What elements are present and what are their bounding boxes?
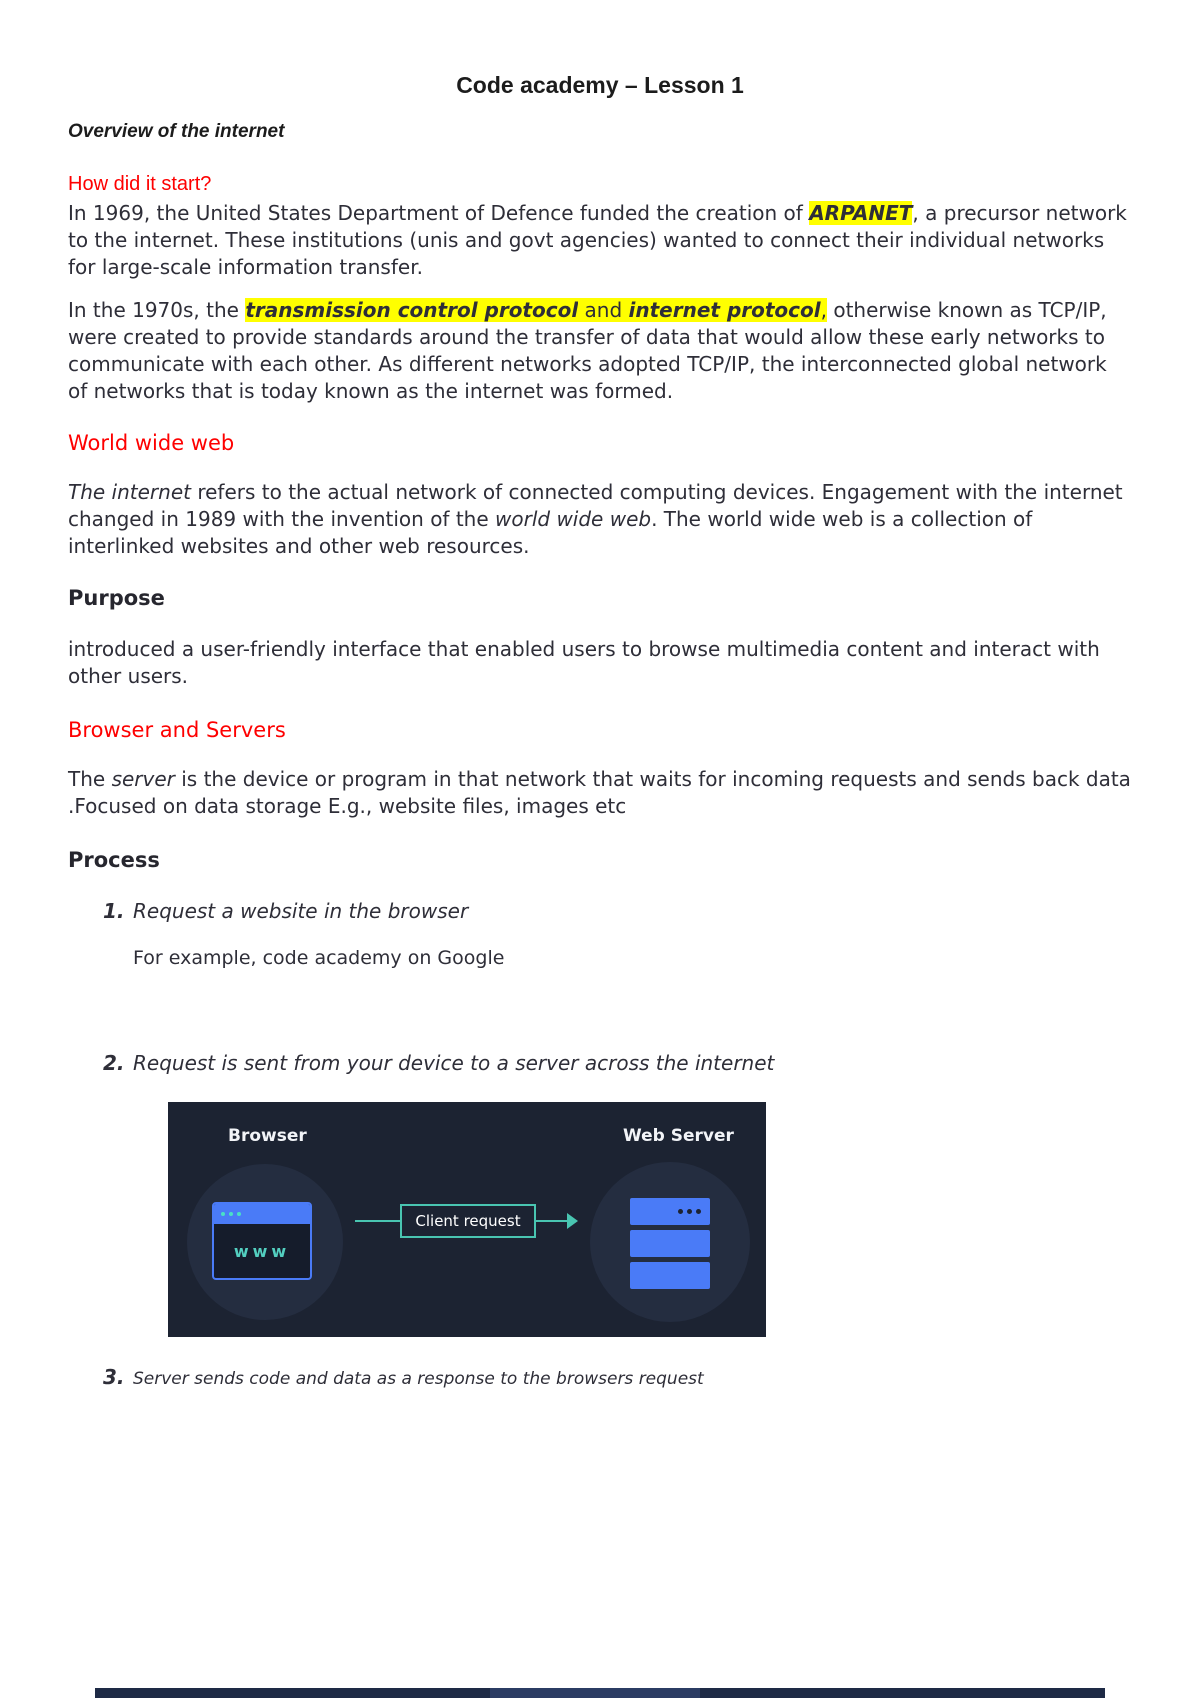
document-subtitle: Overview of the internet bbox=[68, 121, 285, 142]
server-unit bbox=[630, 1262, 710, 1289]
next-image-blue-fragment bbox=[490, 1688, 700, 1698]
browser-window-icon: www bbox=[212, 1202, 312, 1280]
browser-titlebar bbox=[214, 1204, 310, 1224]
process-step-1-example: For example, code academy on Google bbox=[133, 947, 505, 969]
heading-world-wide-web: World wide web bbox=[68, 431, 235, 455]
text-segment: The bbox=[68, 767, 112, 791]
window-dot-icon bbox=[229, 1212, 233, 1216]
server-icon bbox=[630, 1198, 710, 1289]
paragraph-tcpip: In the 1970s, the transmission control p… bbox=[68, 297, 1132, 405]
server-dot bbox=[687, 1209, 692, 1214]
text-segment: . The world wide web is a collection of … bbox=[68, 507, 1033, 558]
document-title: Code academy – Lesson 1 bbox=[456, 72, 744, 98]
client-request-label: Client request bbox=[400, 1204, 536, 1238]
www-label: www bbox=[233, 1241, 291, 1261]
highlighted-term-arpanet: ARPANET bbox=[809, 201, 913, 225]
heading-process: Process bbox=[68, 848, 160, 872]
paragraph-world-wide-web: The internet refers to the actual networ… bbox=[68, 479, 1132, 560]
heading-browser-and-servers: Browser and Servers bbox=[68, 718, 286, 742]
highlighted-term-transmission-control-protocol: transmission control protocol bbox=[245, 298, 579, 322]
highlighted-term-internet-protocol: internet protocol bbox=[628, 298, 821, 322]
process-step-1: 1. Request a website in the browser bbox=[103, 898, 1132, 925]
text-segment: refers to the actual network of connecte… bbox=[68, 480, 1123, 531]
text-segment: , a precursor network to the internet. T… bbox=[68, 201, 1127, 279]
process-step-2-text: Request is sent from your device to a se… bbox=[133, 1051, 775, 1075]
diagram-web-server-label: Web Server bbox=[623, 1126, 734, 1146]
list-number: 1. bbox=[103, 899, 125, 923]
request-arrowhead-icon bbox=[567, 1213, 578, 1229]
paragraph-purpose: introduced a user-friendly interface tha… bbox=[68, 637, 1100, 688]
text-segment: is the device or program in that network… bbox=[68, 767, 1131, 818]
list-number: 2. bbox=[103, 1051, 125, 1075]
heading-how-did-it-start: How did it start? bbox=[68, 173, 212, 195]
list-number: 3. bbox=[103, 1365, 125, 1389]
server-dot bbox=[678, 1209, 683, 1214]
window-dot-icon bbox=[221, 1212, 225, 1216]
next-image-top-edge bbox=[95, 1688, 1105, 1698]
process-step-3-text: Server sends code and data as a response… bbox=[133, 1369, 704, 1389]
process-step-2: 2. Request is sent from your device to a… bbox=[103, 1050, 1132, 1077]
diagram-browser-label: Browser bbox=[228, 1126, 307, 1146]
window-dot-icon bbox=[237, 1212, 241, 1216]
paragraph-arpanet: In 1969, the United States Department of… bbox=[68, 200, 1132, 281]
server-unit bbox=[630, 1230, 710, 1257]
highlighted-text: and bbox=[578, 298, 629, 322]
text-segment: In 1969, the United States Department of… bbox=[68, 201, 810, 225]
process-step-1-text: Request a website in the browser bbox=[133, 899, 469, 923]
server-dot bbox=[696, 1209, 701, 1214]
italic-term-the-internet: The internet bbox=[68, 480, 191, 504]
heading-purpose: Purpose bbox=[68, 586, 165, 610]
highlighted-text: , bbox=[820, 298, 827, 322]
italic-term-server: server bbox=[111, 767, 175, 791]
client-request-diagram: Browser Web Server www Client request bbox=[168, 1102, 766, 1337]
server-dots-icon bbox=[678, 1209, 701, 1214]
process-step-3: 3. Server sends code and data as a respo… bbox=[103, 1364, 1132, 1393]
paragraph-server: The server is the device or program in t… bbox=[68, 766, 1132, 820]
italic-term-world-wide-web: world wide web bbox=[495, 507, 652, 531]
text-segment: In the 1970s, the bbox=[68, 298, 246, 322]
server-unit bbox=[630, 1198, 710, 1225]
text-segment: otherwise known as TCP/IP, were created … bbox=[68, 298, 1107, 403]
